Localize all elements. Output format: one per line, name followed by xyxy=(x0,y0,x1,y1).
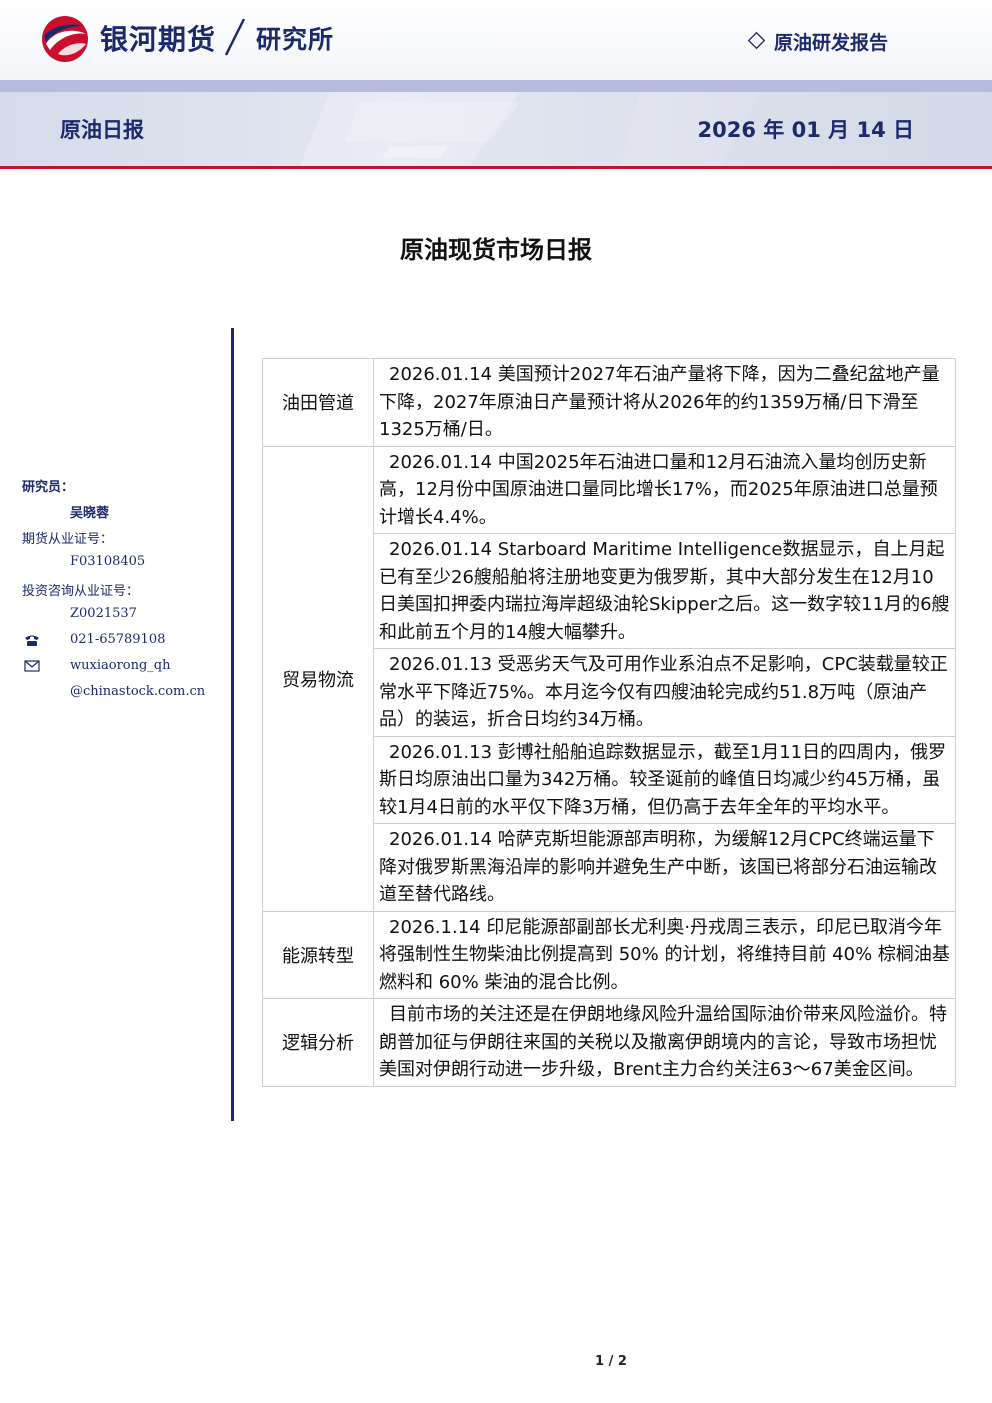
top-header: 银河期货 研究所 原油研发报告 xyxy=(0,0,992,80)
slash-divider-icon xyxy=(224,18,246,56)
license-number: F03108405 xyxy=(70,554,146,569)
category-cell: 贸易物流 xyxy=(262,445,374,912)
news-table: 油田管道 2026.01.14 美国预计2027年石油产量将下降，因为二叠纪盆地… xyxy=(262,358,956,1087)
consult-license-label: 投资咨询从业证号： xyxy=(22,584,140,599)
department-name: 研究所 xyxy=(256,25,335,54)
researcher-name: 吴晓蓉 xyxy=(70,506,110,521)
table-row: 逻辑分析 目前市场的关注还是在伊朗地缘风险升温给国际油价带来风险溢价。特朗普加征… xyxy=(262,998,956,1087)
news-entry: 目前市场的关注还是在伊朗地缘风险升温给国际油价带来风险溢价。特朗普加征与伊朗往来… xyxy=(373,998,956,1087)
daily-label: 原油日报 xyxy=(60,118,144,142)
news-entry: 2026.1.14 印尼能源部副部长尤利奥·丹戎周三表示，印尼已取消今年将强制性… xyxy=(373,910,956,999)
galaxy-logo-icon xyxy=(42,16,88,62)
decorative-line-icon xyxy=(440,31,766,50)
news-entry: 2026.01.14 哈萨克斯坦能源部声明称，为缓解12月CPC终端运量下降对俄… xyxy=(373,823,956,912)
table-row: 2026.01.13 彭博社船舶追踪数据显示，截至1月11日的四周内，俄罗斯日均… xyxy=(263,735,956,824)
news-entry: 2026.01.14 Starboard Maritime Intelligen… xyxy=(373,533,956,649)
table-row: 油田管道 2026.01.14 美国预计2027年石油产量将下降，因为二叠纪盆地… xyxy=(262,358,956,447)
phone-number: 021-65789108 xyxy=(70,632,166,647)
header-accent-band xyxy=(0,80,992,92)
consult-license-number: Z0021537 xyxy=(70,606,137,621)
category-cell: 逻辑分析 xyxy=(262,998,374,1087)
band-decoration-icon xyxy=(300,92,760,166)
email-address[interactable]: wuxiaorong_qh xyxy=(70,658,171,673)
company-name: 银河期货 xyxy=(100,23,217,56)
category-cell: 能源转型 xyxy=(262,910,374,999)
header-red-rule xyxy=(0,166,992,169)
page-title: 原油现货市场日报 xyxy=(400,236,592,264)
license-label: 期货从业证号： xyxy=(22,532,114,547)
news-entry: 2026.01.14 中国2025年石油进口量和12月石油流入量均创历史新高，1… xyxy=(373,445,956,534)
report-type-label: 原油研发报告 xyxy=(774,32,889,54)
mail-icon xyxy=(24,660,40,672)
category-cell: 油田管道 xyxy=(262,358,374,447)
daily-title-band: 原油日报 2026 年 01 月 14 日 xyxy=(0,92,992,166)
report-date: 2026 年 01 月 14 日 xyxy=(697,118,914,142)
email-domain[interactable]: @chinastock.com.cn xyxy=(70,684,206,699)
news-entry: 2026.01.13 彭博社船舶追踪数据显示，截至1月11日的四周内，俄罗斯日均… xyxy=(373,735,956,824)
phone-icon xyxy=(25,635,39,646)
news-entry: 2026.01.13 受恶劣天气及可用作业系泊点不足影响，CPC装载量较正常水平… xyxy=(373,648,956,737)
table-row: 能源转型 2026.1.14 印尼能源部副部长尤利奥·丹戎周三表示，印尼已取消今… xyxy=(262,910,956,999)
researcher-label: 研究员： xyxy=(22,480,75,495)
page-number: 1 / 2 xyxy=(595,1354,627,1369)
table-row: 贸易物流 2026.01.14 中国2025年石油进口量和12月石油流入量均创历… xyxy=(262,445,956,912)
sidebar-divider xyxy=(231,328,234,1121)
news-entry: 2026.01.14 美国预计2027年石油产量将下降，因为二叠纪盆地产量下降，… xyxy=(373,358,956,447)
table-row: 2026.01.13 受恶劣天气及可用作业系泊点不足影响，CPC装载量较正常水平… xyxy=(263,648,956,737)
table-row: 2026.01.14 Starboard Maritime Intelligen… xyxy=(263,533,956,649)
